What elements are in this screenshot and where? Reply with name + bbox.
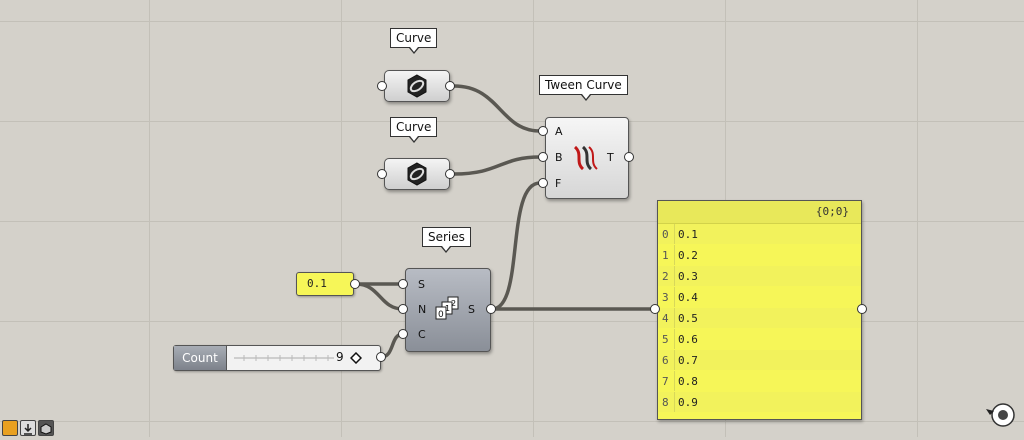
curve-param-icon: [407, 162, 427, 186]
tween-input-f-port[interactable]: [538, 178, 548, 188]
curve-param-icon: [407, 74, 427, 98]
panel-row-index: 5: [662, 333, 669, 346]
tween-curve-label-pointer: [581, 94, 591, 101]
panel-row-value: 0.7: [678, 354, 698, 367]
panel-row-index: 0: [662, 228, 669, 241]
curve2-input-port[interactable]: [377, 169, 387, 179]
series-output-s-port[interactable]: [486, 304, 496, 314]
panel-row-index: 2: [662, 270, 669, 283]
curve-param-1[interactable]: [384, 70, 450, 102]
series-output-s-label: S: [468, 303, 475, 316]
panel-row-index: 1: [662, 249, 669, 262]
panel-input-port[interactable]: [650, 304, 660, 314]
series-label: Series: [422, 227, 471, 247]
panel-row-value: 0.3: [678, 270, 698, 283]
curve2-label-pointer: [409, 136, 419, 143]
download-icon[interactable]: [20, 420, 36, 436]
series-icon: 0 1 2: [435, 296, 459, 320]
panel-row-value: 0.1: [678, 228, 698, 241]
curve2-output-port[interactable]: [445, 169, 455, 179]
series-component[interactable]: S N C S 0 1 2: [405, 268, 491, 352]
series-input-n-label: N: [418, 303, 427, 316]
panel-output-port[interactable]: [857, 304, 867, 314]
panel-row-index: 8: [662, 396, 669, 409]
download-glyph: [24, 424, 32, 435]
tween-curve-component[interactable]: A B F T: [545, 117, 629, 199]
series-input-c-label: C: [418, 328, 426, 341]
svg-text:2: 2: [451, 299, 456, 308]
panel-row-index: 4: [662, 312, 669, 325]
series-input-n-port[interactable]: [398, 304, 408, 314]
panel-row-separator: [674, 266, 675, 286]
tween-input-f-label: F: [555, 177, 562, 190]
number-output-port[interactable]: [350, 279, 360, 289]
slider-value: 9: [336, 350, 344, 364]
panel-row-value: 0.5: [678, 312, 698, 325]
series-input-c-port[interactable]: [398, 329, 408, 339]
panel-row-index: 7: [662, 375, 669, 388]
curve-param-2[interactable]: [384, 158, 450, 190]
svg-text:0: 0: [438, 310, 444, 320]
panel-row-separator: [674, 350, 675, 370]
panel-row-value: 0.6: [678, 333, 698, 346]
panel-row-separator: [674, 287, 675, 307]
slider-output-port[interactable]: [376, 352, 386, 362]
panel-row-separator: [674, 329, 675, 349]
number-param[interactable]: 0.1: [296, 272, 354, 296]
panel-row-value: 0.2: [678, 249, 698, 262]
series-input-s-port[interactable]: [398, 279, 408, 289]
curve1-input-port[interactable]: [377, 81, 387, 91]
canvas-navigation-icon[interactable]: [984, 401, 1018, 431]
panel-row-separator: [674, 245, 675, 265]
panel-row-value: 0.8: [678, 375, 698, 388]
panel-row-value: 0.9: [678, 396, 698, 409]
curve1-output-port[interactable]: [445, 81, 455, 91]
tween-input-b-port[interactable]: [538, 152, 548, 162]
panel-row-separator: [674, 371, 675, 391]
slider-track: [234, 355, 334, 361]
svg-text:1: 1: [445, 304, 450, 313]
series-input-s-label: S: [418, 278, 425, 291]
tween-output-t-label: T: [607, 151, 614, 164]
tween-input-b-label: B: [555, 151, 563, 164]
tween-curve-icon: [573, 145, 598, 171]
preview-icon[interactable]: [2, 420, 18, 436]
curve1-label-pointer: [409, 47, 419, 54]
series-label-pointer: [441, 246, 451, 253]
panel-row-separator: [674, 224, 675, 244]
panel-header: {0;0}: [658, 201, 861, 224]
tween-input-a-port[interactable]: [538, 126, 548, 136]
number-value: 0.1: [307, 277, 327, 290]
panel-row-index: 3: [662, 291, 669, 304]
curve1-label: Curve: [390, 28, 438, 48]
tween-curve-label: Tween Curve: [539, 75, 628, 95]
shaded-preview-icon[interactable]: [38, 420, 54, 436]
shaded-glyph: [40, 423, 52, 435]
panel-path-title: {0;0}: [815, 205, 849, 218]
panel-row-index: 6: [662, 354, 669, 367]
tween-output-t-port[interactable]: [624, 152, 634, 162]
count-slider[interactable]: Count 9: [173, 345, 381, 371]
panel-row-separator: [674, 392, 675, 412]
panel-row-value: 0.4: [678, 291, 698, 304]
curve2-label: Curve: [390, 117, 438, 137]
tween-input-a-label: A: [555, 125, 563, 138]
panel-row-separator: [674, 308, 675, 328]
slider-name: Count: [174, 346, 227, 370]
slider-grip[interactable]: [350, 352, 362, 364]
